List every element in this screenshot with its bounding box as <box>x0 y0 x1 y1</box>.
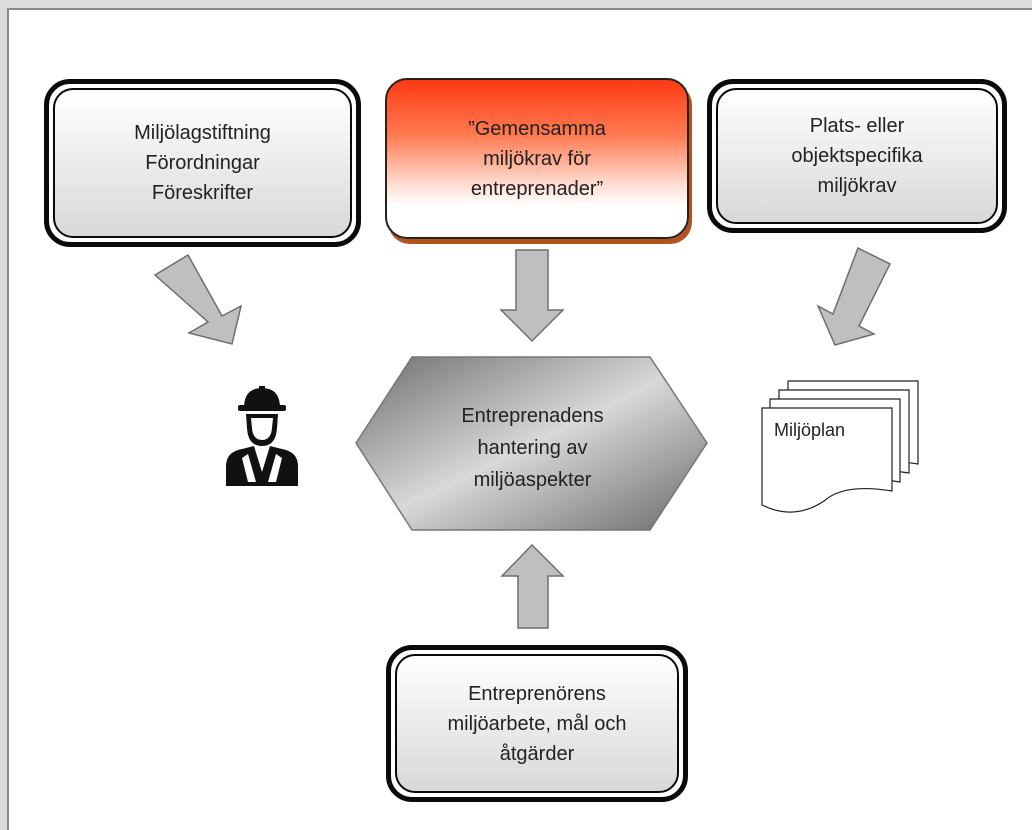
box-site-specific-requirements: Plats- eller objektspecifika miljökrav <box>707 79 1007 233</box>
hexagon-label: Entreprenadens hantering av miljöaspekte… <box>461 405 604 491</box>
hexagon-shape <box>355 356 708 531</box>
box-environmental-legislation: Miljölagstiftning Förordningar Föreskrif… <box>44 79 361 247</box>
arrow-left-down <box>153 253 243 345</box>
box-contractor-environmental-work: Entreprenörens miljöarbete, mål och åtgä… <box>386 645 688 802</box>
arrow-center-down <box>499 249 565 343</box>
box-site-specific-requirements-text: Plats- eller objektspecifika miljökrav <box>791 115 923 197</box>
arrow-bottom-up <box>500 543 565 629</box>
document-label: Miljöplan <box>774 420 846 440</box>
construction-worker-icon <box>226 386 298 486</box>
box-common-requirements: ”Gemensamma miljökrav för entreprenader” <box>385 78 689 239</box>
box-environmental-legislation-text: Miljölagstiftning Förordningar Föreskrif… <box>134 122 271 204</box>
box-contractor-environmental-work-text: Entreprenörens miljöarbete, mål och åtgä… <box>447 682 627 765</box>
box-common-requirements-text: ”Gemensamma miljökrav för entreprenader” <box>468 117 606 200</box>
document-stack-icon <box>761 380 919 513</box>
arrow-right-down <box>816 246 892 346</box>
